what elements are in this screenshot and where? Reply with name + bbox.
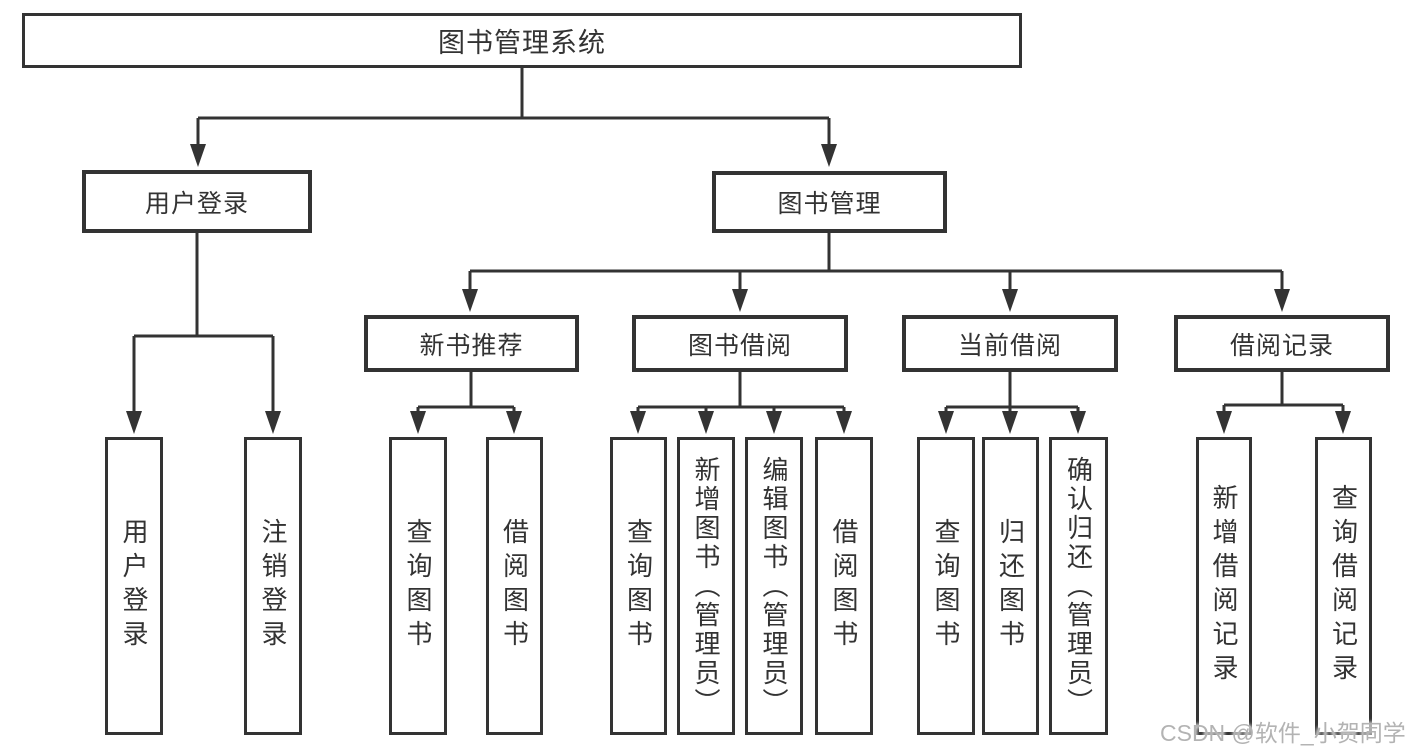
arrowhead [1070, 411, 1086, 434]
arrowhead [1216, 411, 1232, 434]
arrowhead [732, 289, 748, 312]
node-borrow-record: 借阅记录 [1174, 315, 1390, 372]
connector-root-to-level2 [190, 68, 837, 167]
node-leaf-borrow-books: 借阅图书 [815, 437, 873, 735]
node-label: 借阅记录 [1229, 331, 1334, 360]
node-label: 用户登录 [119, 518, 149, 654]
node-label: 新增借阅记录 [1209, 484, 1239, 688]
node-leaf-add-book-admin: 新增图书（管理员） [677, 437, 735, 735]
node-leaf-borrow-books: 借阅图书 [486, 437, 543, 735]
node-label: 图书管理 [777, 190, 882, 218]
node-leaf-user-login: 用户登录 [105, 437, 163, 735]
arrowhead [698, 411, 714, 434]
arrowhead [766, 411, 782, 434]
arrowhead [410, 411, 426, 434]
node-label: 用户登录 [144, 189, 249, 218]
connector-book-management-to-level3 [462, 233, 1290, 312]
arrowhead [836, 411, 852, 434]
arrowhead [190, 144, 206, 167]
connector-current-borrow-to-leaves [938, 372, 1086, 434]
arrowhead [938, 411, 954, 434]
arrowhead [1274, 289, 1290, 312]
node-label: 查询图书 [623, 518, 654, 654]
node-user-login: 用户登录 [82, 170, 312, 233]
node-leaf-add-borrow-record: 新增借阅记录 [1196, 437, 1252, 735]
node-label: 当前借阅 [957, 331, 1062, 360]
arrowhead [1335, 411, 1351, 434]
arrowhead [462, 289, 478, 312]
node-label: 借阅图书 [499, 518, 530, 654]
node-book-management: 图书管理 [712, 171, 947, 233]
node-leaf-query-books: 查询图书 [389, 437, 447, 735]
connector-user-login-to-leaves [126, 233, 281, 434]
node-label: 确认归还（管理员） [1063, 455, 1094, 717]
arrowhead [630, 411, 646, 434]
node-label: 图书借阅 [687, 331, 792, 360]
arrowhead [506, 411, 522, 434]
arrowhead [265, 411, 281, 434]
csdn-watermark: CSDN @软件_小贺同学 [1160, 720, 1405, 746]
node-new-book-recommend: 新书推荐 [364, 315, 579, 372]
node-label: 图书管理系统 [438, 28, 606, 58]
node-book-borrow: 图书借阅 [632, 315, 848, 372]
node-label: 注销登录 [258, 518, 288, 654]
node-leaf-edit-book-admin: 编辑图书（管理员） [745, 437, 803, 735]
connector-book-borrow-to-leaves [630, 372, 852, 434]
node-leaf-confirm-return-admin: 确认归还（管理员） [1049, 437, 1108, 735]
arrowhead [1002, 411, 1018, 434]
arrowhead [1002, 289, 1018, 312]
node-leaf-query-books: 查询图书 [917, 437, 975, 735]
node-current-borrow: 当前借阅 [902, 315, 1118, 372]
node-label: 查询图书 [931, 518, 961, 654]
node-label: 新增图书（管理员） [691, 455, 721, 717]
node-label: 查询图书 [403, 518, 433, 654]
node-label: 编辑图书（管理员） [759, 455, 789, 717]
node-leaf-return-books: 归还图书 [982, 437, 1039, 735]
node-leaf-query-borrow-record: 查询借阅记录 [1315, 437, 1372, 735]
node-leaf-logout: 注销登录 [244, 437, 302, 735]
node-label: 新书推荐 [419, 331, 524, 360]
node-library-management-system: 图书管理系统 [22, 13, 1022, 68]
node-label: 归还图书 [995, 518, 1026, 654]
connector-new-book-to-leaves [410, 372, 522, 434]
connector-borrow-record-to-leaves [1216, 372, 1351, 434]
node-label: 借阅图书 [829, 518, 859, 654]
arrowhead [821, 144, 837, 167]
node-label: 查询借阅记录 [1328, 484, 1359, 688]
arrowhead [126, 411, 142, 434]
node-leaf-query-books: 查询图书 [610, 437, 667, 735]
